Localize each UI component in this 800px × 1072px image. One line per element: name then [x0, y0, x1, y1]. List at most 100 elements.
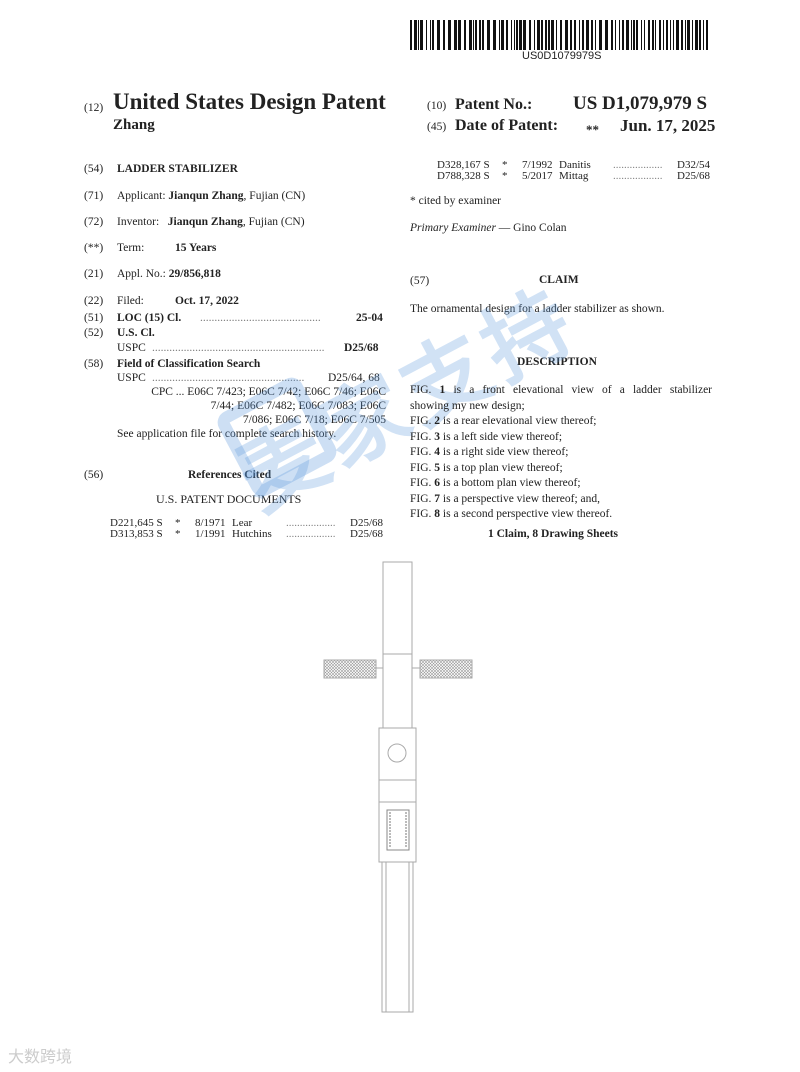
- code-51: (51): [84, 312, 104, 324]
- barcode-bar: [579, 20, 580, 50]
- fig-number: 1: [439, 384, 446, 396]
- code-72: (72): [84, 216, 104, 228]
- fig-label: FIG.: [410, 415, 432, 427]
- fig-label: FIG.: [410, 461, 432, 474]
- description-line: FIG. 4 is a right side view thereof;: [410, 446, 568, 458]
- barcode-bar: [448, 20, 451, 50]
- date-label: Date of Patent:: [455, 117, 559, 134]
- barcode-bar: [519, 20, 522, 50]
- applicant-name: Jianqun Zhang: [168, 190, 244, 202]
- barcode-bar: [695, 20, 698, 50]
- ladder-stabilizer-drawing: [323, 561, 473, 1013]
- code-12: (12): [84, 102, 104, 114]
- reference-star: *: [502, 159, 508, 171]
- reference-name: Danitis: [559, 159, 591, 171]
- leader-dots: ........................................…: [200, 312, 321, 324]
- barcode-bar: [454, 20, 457, 50]
- barcode-text: US0D1079979S: [522, 50, 602, 62]
- barcode-bar: [534, 20, 535, 50]
- barcode-bar: [666, 20, 668, 50]
- code-52: (52): [84, 327, 104, 339]
- barcode-bar: [670, 20, 671, 50]
- reference-star: *: [502, 170, 508, 182]
- barcode-bar: [644, 20, 645, 50]
- barcode-bar: [633, 20, 635, 50]
- barcode-bar: [511, 20, 512, 50]
- barcode-bar: [414, 20, 417, 50]
- reference-name: Mittag: [559, 170, 589, 182]
- fig-text: is a right side view thereof;: [442, 446, 569, 458]
- us-cl-label: U.S. Cl.: [117, 327, 155, 339]
- examiner-label: Primary Examiner: [410, 222, 496, 234]
- leader-dots: ..................: [286, 528, 336, 540]
- barcode-bar: [501, 20, 504, 50]
- barcode-bar: [591, 20, 593, 50]
- hub-emblem: [387, 743, 407, 763]
- inventor-location: , Fujian (CN): [242, 216, 305, 228]
- fig-number: 2: [434, 415, 441, 427]
- filed-label: Filed:: [117, 295, 144, 307]
- patent-date: Jun. 17, 2025: [620, 116, 716, 135]
- barcode-bar: [487, 20, 490, 50]
- appl-no: Appl. No.: 29/856,818: [117, 268, 221, 280]
- claim-title: CLAIM: [539, 274, 579, 286]
- search-note: See application file for complete search…: [117, 428, 337, 440]
- barcode-bar: [420, 20, 423, 50]
- barcode-bar: [443, 20, 445, 50]
- barcode-bar: [599, 20, 602, 50]
- reference-name: Hutchins: [232, 528, 272, 540]
- barcode-bar: [410, 20, 412, 50]
- right-handle: [419, 659, 473, 679]
- pole-middle: [382, 653, 413, 729]
- fig-label: FIG.: [410, 430, 432, 443]
- applicant-label: Applicant:: [117, 190, 166, 202]
- description-line: FIG. 3 is a left side view thereof;: [410, 431, 562, 443]
- barcode-bar: [506, 20, 508, 50]
- search-uspc-label: USPC: [117, 372, 146, 384]
- code-term: (**): [84, 242, 104, 254]
- barcode-bar: [631, 20, 632, 50]
- fig-text: is a front elevational view of a ladder …: [453, 384, 713, 396]
- fig-label: FIG.: [410, 508, 432, 520]
- spring-bracket: [378, 801, 417, 863]
- us-patent-documents-title: U.S. PATENT DOCUMENTS: [156, 492, 302, 506]
- hub-block: [378, 727, 417, 781]
- fig-number: 5: [434, 461, 441, 474]
- cited-by-examiner: * cited by examiner: [410, 195, 502, 207]
- fig-number: 4: [434, 446, 441, 458]
- fig-label: FIG.: [410, 446, 432, 458]
- barcode-bar: [681, 20, 683, 50]
- leader-dots: ........................................…: [152, 342, 325, 354]
- barcode-bar: [464, 20, 466, 50]
- patent-title: LADDER STABILIZER: [117, 163, 238, 175]
- claims-summary: 1 Claim, 8 Drawing Sheets: [488, 528, 619, 540]
- loc-label: LOC (15) Cl.: [117, 312, 182, 324]
- examiner-name: — Gino Colan: [498, 222, 567, 234]
- uspc-label: USPC: [117, 342, 146, 354]
- patent-number: US D1,079,979 S: [573, 93, 708, 114]
- barcode-bar: [458, 20, 461, 50]
- barcode-bar: [582, 20, 584, 50]
- barcode-bar: [659, 20, 661, 50]
- filed-date: Oct. 17, 2022: [175, 295, 239, 307]
- cpc-line-1: CPC ... E06C 7/423; E06C 7/42; E06C 7/46…: [151, 386, 386, 398]
- date-mark: **: [586, 122, 599, 137]
- code-71: (71): [84, 190, 104, 202]
- barcode-bar: [537, 20, 540, 50]
- reference-class: D25/68: [350, 528, 383, 540]
- barcode-bar: [551, 20, 554, 50]
- fig-number: 6: [434, 477, 441, 489]
- code-21: (21): [84, 268, 104, 280]
- description-title: DESCRIPTION: [517, 356, 597, 368]
- reference-star: *: [175, 517, 181, 529]
- corner-logo: 大数跨境: [8, 1047, 73, 1066]
- barcode-bar: [692, 20, 693, 50]
- leader-dots: ..................: [613, 159, 663, 171]
- reference-num: D221,645 S: [110, 517, 163, 529]
- reference-date: 1/1991: [195, 528, 226, 540]
- barcode-bar: [529, 20, 531, 50]
- reference-num: D328,167 S: [437, 159, 490, 171]
- barcode-bar: [706, 20, 708, 50]
- reference-date: 8/1971: [195, 517, 226, 529]
- reference-num: D788,328 S: [437, 170, 490, 182]
